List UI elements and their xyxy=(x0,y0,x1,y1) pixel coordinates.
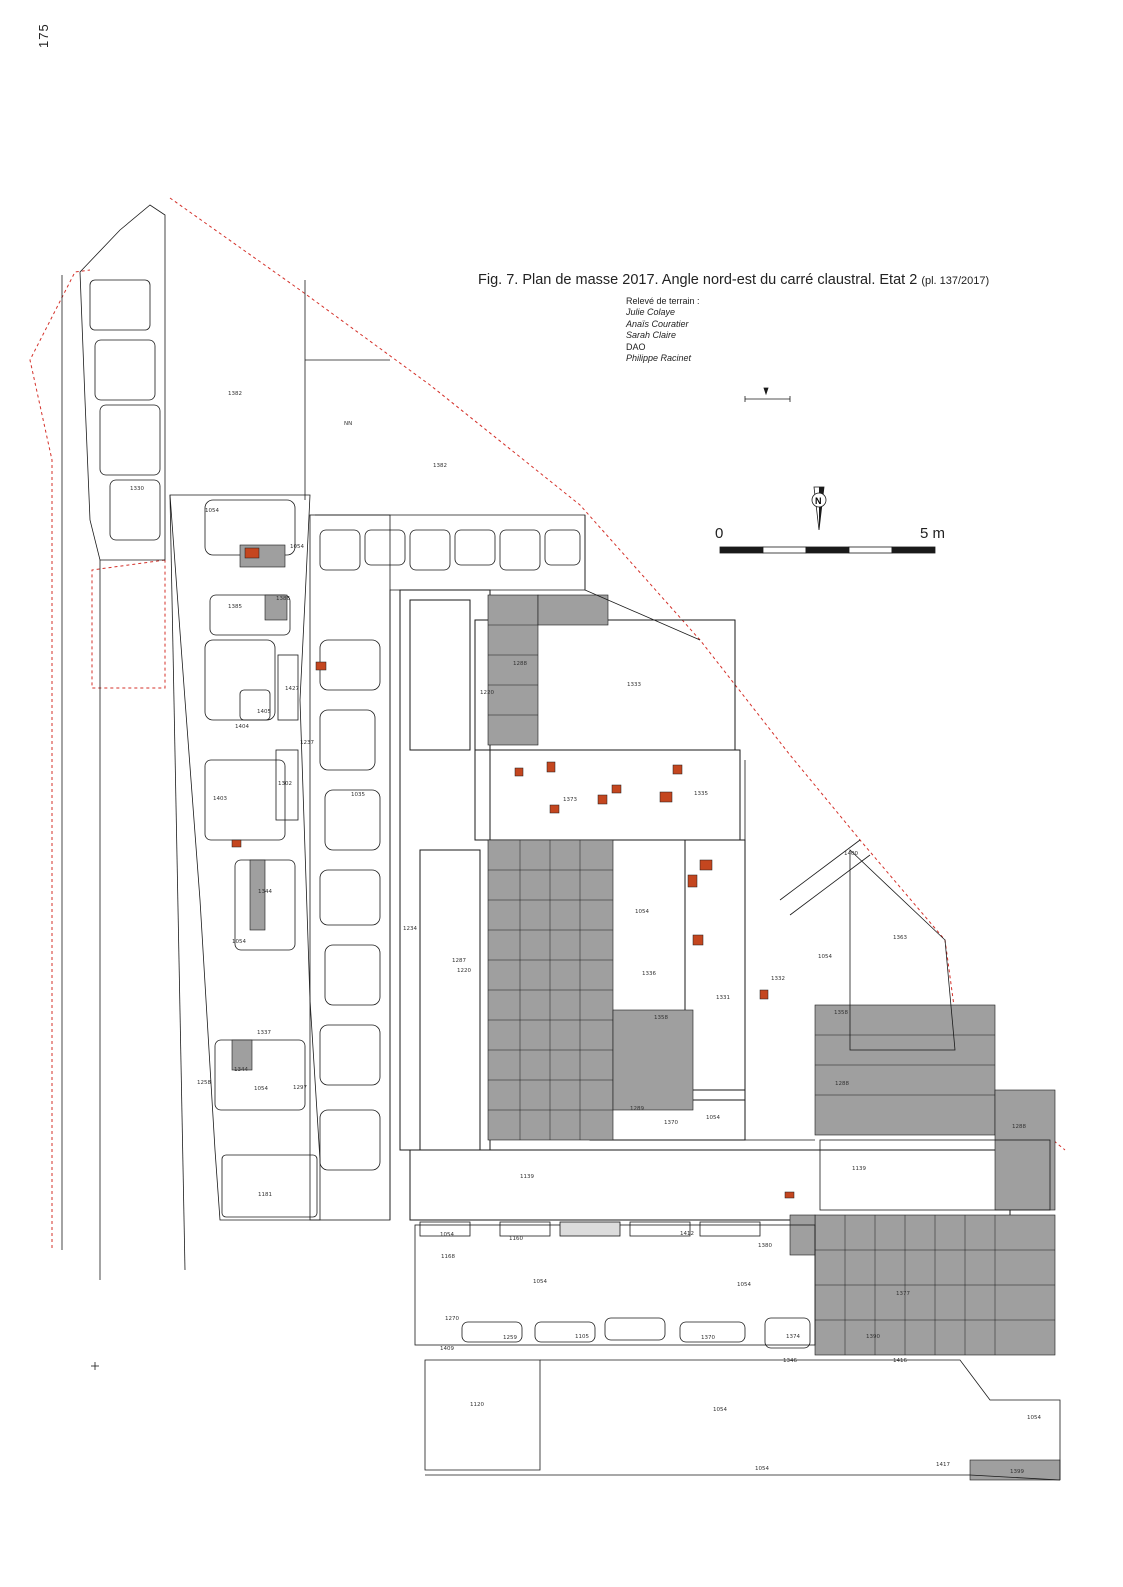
unit-label: 1054 xyxy=(706,1115,720,1121)
unit-label: 1390 xyxy=(866,1334,880,1340)
unit-label: 1399 xyxy=(1010,1469,1024,1475)
unit-label: 1374 xyxy=(786,1334,800,1340)
unit-label: 1417 xyxy=(936,1462,950,1468)
unit-label: 1270 xyxy=(445,1316,459,1322)
unit-label: 1054 xyxy=(232,939,246,945)
unit-label: 1139 xyxy=(520,1174,534,1180)
unit-label: 1358 xyxy=(834,1010,848,1016)
unit-label: 1054 xyxy=(713,1407,727,1413)
unit-labels: 1382 NN 1382 1330 1054 1054 1385 1386 12… xyxy=(130,391,1041,1475)
south-zone xyxy=(414,1221,1061,1481)
unit-label: 1054 xyxy=(737,1282,751,1288)
unit-label: 1346 xyxy=(783,1358,797,1364)
cad-author: Philippe Racinet xyxy=(626,353,692,364)
unit-label: 1054 xyxy=(635,909,649,915)
unit-label: 1405 xyxy=(257,709,271,715)
unit-label: 1054 xyxy=(254,1086,268,1092)
figure-reference: (pl. 137/2017) xyxy=(921,275,990,287)
grid-cross xyxy=(91,1362,99,1370)
highlighted-stones xyxy=(231,547,795,1199)
unit-label: 1370 xyxy=(664,1120,678,1126)
figure-title: Fig. 7. Plan de masse 2017. Angle nord-e… xyxy=(478,272,989,288)
scale-end-label: 5 m xyxy=(920,525,946,542)
unit-label: 1416 xyxy=(893,1358,907,1364)
unit-label: 1220 xyxy=(480,690,494,696)
unit-label: 1160 xyxy=(509,1236,523,1242)
northwest-strip xyxy=(79,204,166,561)
west-corridor xyxy=(169,494,321,1221)
unit-label: 1054 xyxy=(818,954,832,960)
surveyor-name: Anaïs Couratier xyxy=(626,318,689,329)
unit-label: 1333 xyxy=(627,682,641,688)
unit-label: 1302 xyxy=(278,781,292,787)
unit-label: 1035 xyxy=(351,792,365,798)
east-area xyxy=(584,515,1051,1211)
scale-bar xyxy=(719,546,936,554)
unit-label: 1403 xyxy=(213,796,227,802)
figure-title-text: Fig. 7. Plan de masse 2017. Angle nord-e… xyxy=(478,272,918,288)
unit-label: 1363 xyxy=(893,935,907,941)
unit-label: 1054 xyxy=(290,544,304,550)
unit-label: 1054 xyxy=(440,1232,454,1238)
unit-label: 1335 xyxy=(694,791,708,797)
credits-block: Relevé de terrain : Julie Colaye Anaïs C… xyxy=(626,296,700,364)
unit-label: 1344 xyxy=(234,1067,248,1073)
unit-label: 1373 xyxy=(563,797,577,803)
north-arrow: N xyxy=(811,486,827,531)
masonry-joints xyxy=(488,624,1055,1355)
scale-start-label: 0 xyxy=(715,525,724,542)
unit-label: 1054 xyxy=(205,508,219,514)
surveyor-name: Julie Colaye xyxy=(626,307,676,318)
unit-label: 1288 xyxy=(513,661,527,667)
unit-label: 1358 xyxy=(654,1015,668,1021)
unit-label: 1382 xyxy=(228,391,242,397)
unit-label: 1139 xyxy=(852,1166,866,1172)
unit-label: 1220 xyxy=(457,968,471,974)
unit-label: 1380 xyxy=(758,1243,772,1249)
unit-label: 1259 xyxy=(503,1335,517,1341)
unit-label: NN xyxy=(344,421,352,427)
unit-label: 1054 xyxy=(1027,1415,1041,1421)
unit-label: 1258 xyxy=(197,1080,211,1086)
unit-label: 1336 xyxy=(642,971,656,977)
unit-label: 1288 xyxy=(835,1081,849,1087)
unit-label: 1427 xyxy=(285,686,299,692)
unit-label: 1105 xyxy=(575,1334,589,1340)
unit-label: 1332 xyxy=(771,976,785,982)
unit-label: 1234 xyxy=(403,926,417,932)
unit-label: 1181 xyxy=(258,1192,272,1198)
unit-label: 1382 xyxy=(433,463,447,469)
unit-label: 1054 xyxy=(755,1466,769,1472)
unit-label: 1386 xyxy=(276,596,290,602)
mini-scale xyxy=(744,387,791,402)
unit-label: 1412 xyxy=(680,1231,694,1237)
cad-heading: DAO xyxy=(626,341,646,352)
unit-label: 1385 xyxy=(228,604,242,610)
unit-label: 1054 xyxy=(533,1279,547,1285)
north-label: N xyxy=(815,496,822,506)
survey-heading: Relevé de terrain : xyxy=(626,296,700,306)
unit-label: 1289 xyxy=(630,1106,644,1112)
unit-label: 1331 xyxy=(716,995,730,1001)
unit-label: 1297 xyxy=(293,1085,307,1091)
west-bands xyxy=(61,275,390,1280)
unit-label: 1168 xyxy=(441,1254,455,1260)
unit-label: 1288 xyxy=(1012,1124,1026,1130)
unit-label: 1344 xyxy=(258,889,272,895)
unit-label: 1377 xyxy=(896,1291,910,1297)
unit-label: 1400 xyxy=(844,851,858,857)
unit-label: 1287 xyxy=(452,958,466,964)
unit-label: 1120 xyxy=(470,1402,484,1408)
unit-label: 1370 xyxy=(701,1335,715,1341)
unit-label: 1409 xyxy=(440,1346,454,1352)
surveyor-name: Sarah Claire xyxy=(626,330,677,341)
unit-label: 1404 xyxy=(235,724,249,730)
unit-label: 1337 xyxy=(257,1030,271,1036)
unit-label: 1237 xyxy=(300,740,314,746)
unit-label: 1330 xyxy=(130,486,144,492)
